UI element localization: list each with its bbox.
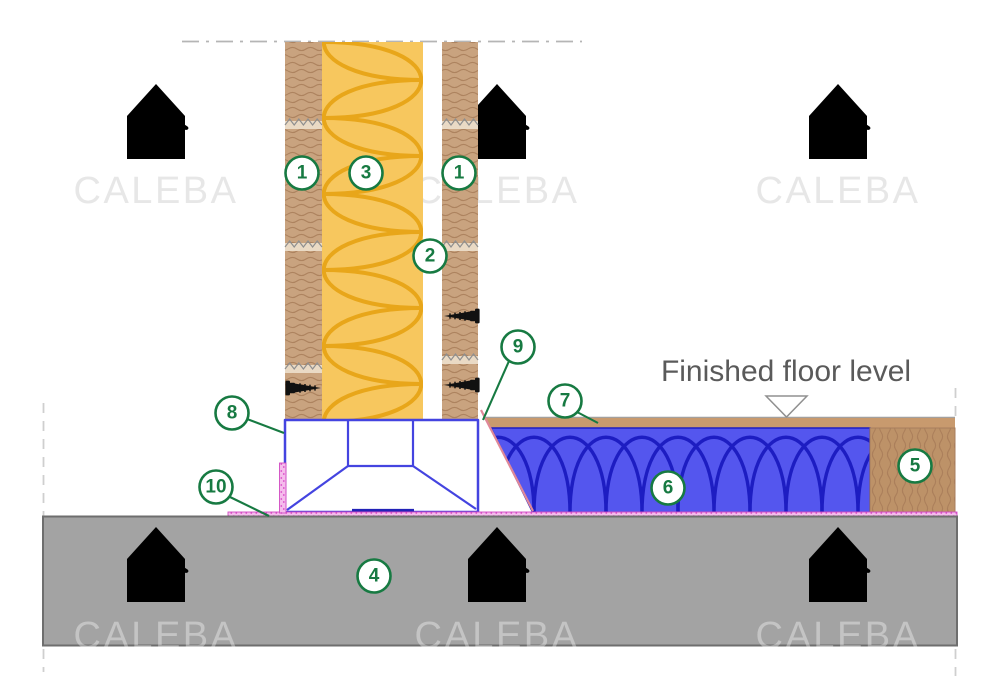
callout-2: 2 <box>412 238 448 274</box>
callout-9: 9 <box>500 329 536 365</box>
callouts: 1 3 1 2 9 7 8 10 <box>198 155 933 594</box>
watermark: CALEBA <box>74 84 239 212</box>
watermark-brand-text: CALEBA <box>74 615 239 657</box>
callout-6: 6 <box>650 470 686 506</box>
callout-7: 7 <box>547 383 583 419</box>
svg-text:4: 4 <box>369 566 380 587</box>
watermark-brand-text: CALEBA <box>756 615 921 657</box>
svg-text:8: 8 <box>227 403 238 424</box>
extent-guides <box>42 388 957 676</box>
callout-4: 4 <box>356 558 392 594</box>
svg-text:9: 9 <box>513 337 524 358</box>
dpm-upstand-texture <box>279 462 287 514</box>
watermark: CALEBA <box>756 527 921 657</box>
stud-right-breaklines <box>441 118 479 364</box>
callout-8: 8 <box>214 395 250 431</box>
watermark-brand-text: CALEBA <box>74 170 239 212</box>
callout-1-left: 1 <box>284 155 320 191</box>
svg-text:2: 2 <box>425 246 436 267</box>
watermark-brand-text: CALEBA <box>756 170 921 212</box>
sole-plate-hatch <box>286 421 477 511</box>
watermark: CALEBA <box>756 84 921 212</box>
watermark: CALEBA <box>415 527 580 657</box>
wall-insulation-hatch <box>322 42 423 420</box>
watermark: CALEBA <box>74 527 239 657</box>
svg-text:3: 3 <box>361 163 372 184</box>
watermark-brand-text: CALEBA <box>415 615 580 657</box>
watermark-row-bottom: CALEBA CALEBA CALEBA <box>74 527 921 657</box>
callout-leaders <box>229 360 599 517</box>
svg-text:1: 1 <box>454 163 465 184</box>
watermark-row-top: CALEBA CALEBA CALEBA <box>74 84 921 212</box>
callout-10: 10 <box>198 469 234 505</box>
floor-deck <box>486 417 955 428</box>
sole-plate-block <box>283 418 480 514</box>
stud-left <box>284 42 323 420</box>
svg-text:7: 7 <box>560 391 571 412</box>
callout-1-right: 1 <box>441 155 477 191</box>
stud-left-breaklines <box>284 118 323 373</box>
svg-text:10: 10 <box>205 477 226 498</box>
svg-text:1: 1 <box>297 163 308 184</box>
edge-sealing-tape <box>480 409 534 512</box>
svg-text:6: 6 <box>663 478 674 499</box>
watermark-brand-text: CALEBA <box>415 170 580 212</box>
callout-5: 5 <box>897 448 933 484</box>
callout-3: 3 <box>348 155 384 191</box>
svg-text:5: 5 <box>910 456 921 477</box>
wall-assembly <box>284 42 481 420</box>
stud-left-grain <box>285 42 322 420</box>
level-marker-triangle-icon <box>764 395 809 419</box>
watermark: CALEBA <box>415 84 580 212</box>
stud-right <box>441 42 479 420</box>
finished-floor-label: Finished floor level <box>661 355 911 388</box>
